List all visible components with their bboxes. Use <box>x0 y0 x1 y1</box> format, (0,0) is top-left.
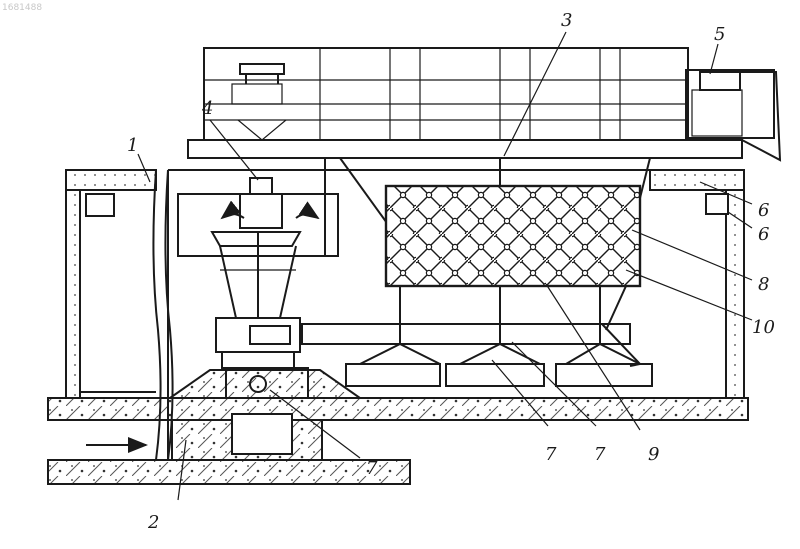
label-6-lower: 6 <box>758 224 769 245</box>
label-7-left: 7 <box>366 458 378 479</box>
label-8: 8 <box>758 274 769 295</box>
label-7-right: 7 <box>594 444 606 465</box>
drive-shaft <box>302 324 640 366</box>
label-5: 5 <box>714 24 725 45</box>
upper-tank <box>188 48 780 160</box>
label-10: 10 <box>752 317 775 338</box>
label-4: 4 <box>201 98 213 119</box>
label-7-middle: 7 <box>545 444 557 465</box>
watermark-text: 1681488 <box>2 3 42 13</box>
label-9: 9 <box>648 444 659 465</box>
ground-floor <box>48 370 748 484</box>
label-2: 2 <box>147 512 159 533</box>
label-1: 1 <box>127 135 138 156</box>
pedestal-feet <box>346 344 652 386</box>
label-3: 3 <box>561 10 572 31</box>
hopper-assembly <box>178 178 338 398</box>
mesh-filter <box>386 186 640 345</box>
label-6-upper: 6 <box>758 200 769 221</box>
